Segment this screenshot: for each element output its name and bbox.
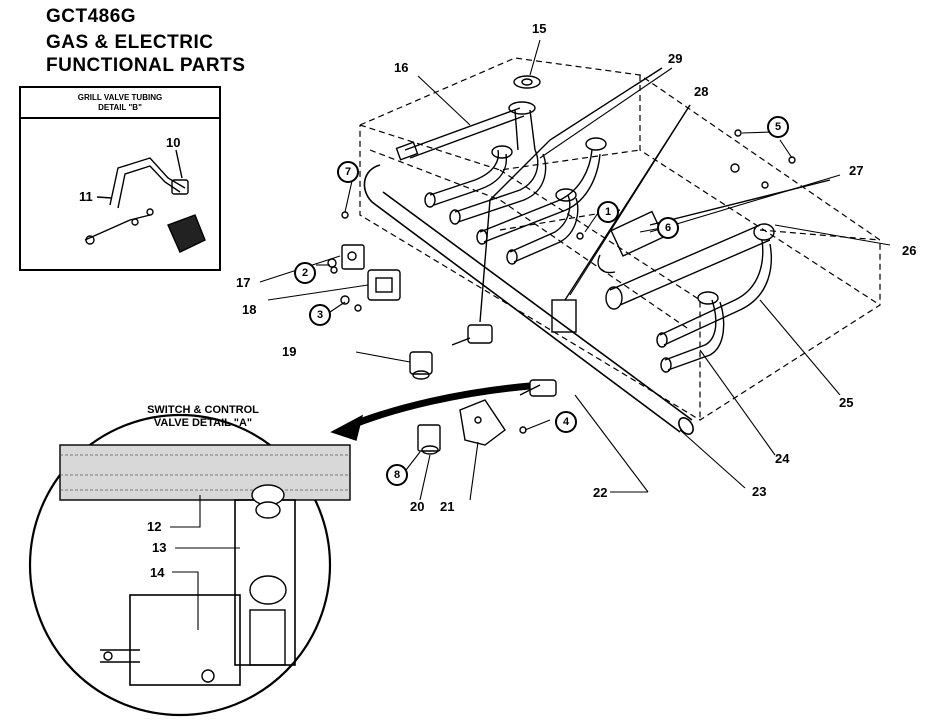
callout-circle-5: 5: [767, 116, 789, 138]
detail-b-inset: GRILL VALVE TUBING DETAIL "B": [19, 86, 221, 271]
screw-1: [576, 232, 584, 240]
part-label-15: 15: [532, 21, 547, 36]
switch-20: [417, 424, 441, 455]
detail-a-switch-14: [100, 594, 241, 686]
screw-5a: [734, 129, 742, 137]
grill-burner-tube-25: [656, 239, 772, 348]
part-label-26: 26: [902, 243, 917, 258]
screw-2a: [327, 258, 337, 268]
part-label-13: 13: [152, 540, 167, 555]
callout-circle-6: 6: [657, 217, 679, 239]
title-line-2: GAS & ELECTRIC: [46, 32, 214, 53]
detail-a-circle: [28, 413, 332, 717]
burner-tube-16: [395, 107, 525, 161]
detail-b-title-line1: GRILL VALVE TUBING: [77, 93, 163, 102]
detail-b-title-line2: DETAIL "B": [98, 103, 142, 112]
title-line-3: FUNCTIONAL PARTS: [46, 55, 246, 76]
detail-a-arrowhead: [330, 414, 364, 441]
burner-tube-lower: [506, 188, 579, 265]
detail-b-header: GRILL VALVE TUBING DETAIL "B": [21, 88, 219, 119]
fitting-center: [451, 324, 493, 346]
callout-circle-4: 4: [555, 411, 577, 433]
control-valve-18: [367, 269, 401, 301]
callout-circle-1: 1: [597, 201, 619, 223]
part-label-24: 24: [775, 451, 790, 466]
part-label-10: 10: [166, 135, 181, 150]
part-label-21: 21: [440, 499, 455, 514]
part-label-17: 17: [236, 275, 251, 290]
screw-5c: [761, 181, 769, 189]
burner-tube-middle: [476, 137, 607, 245]
screw-5b: [788, 156, 796, 164]
detail-a-valve-body: [234, 484, 296, 666]
screw-7: [341, 211, 349, 219]
leader-lines: [259, 39, 891, 501]
burner-tube-left-1: [424, 145, 513, 208]
part-label-28: 28: [694, 84, 709, 99]
callout-circle-8: 8: [386, 464, 408, 486]
detail-a-title: SWITCH & CONTROL VALVE DETAIL "A": [128, 404, 278, 430]
part-label-14: 14: [150, 565, 165, 580]
part-label-23: 23: [752, 484, 767, 499]
valve-19: [409, 351, 433, 380]
screw-3a: [340, 295, 350, 305]
part-label-27: 27: [849, 163, 864, 178]
part-label-20: 20: [410, 499, 425, 514]
detail-b-grill-valve-tubing: [84, 149, 206, 253]
callout-circle-2: 2: [294, 262, 316, 284]
callout-circle-3: 3: [309, 304, 331, 326]
part-label-16: 16: [394, 60, 409, 75]
bracket-21: [459, 399, 506, 446]
detail-a-title-line2: VALVE DETAIL "A": [153, 417, 253, 429]
cooktop-frame-outline: [359, 57, 881, 421]
detail-a-cooktop-surface: [59, 444, 351, 501]
detail-a-leader-lines: [170, 495, 240, 630]
part-label-22: 22: [593, 485, 608, 500]
grill-burner-tube-26: [605, 223, 775, 310]
part-label-11: 11: [79, 189, 93, 204]
tubing-29: [479, 67, 663, 323]
model-number: GCT486G: [46, 6, 137, 27]
part-label-12: 12: [147, 519, 162, 534]
part-label-19: 19: [282, 344, 297, 359]
part-label-29: 29: [668, 51, 683, 66]
gas-manifold-pipe: [363, 164, 694, 435]
washer-5: [730, 163, 740, 173]
screw-2b: [330, 266, 338, 274]
part-label-18: 18: [242, 302, 257, 317]
part-label-25: 25: [839, 395, 854, 410]
screw-3b: [354, 304, 362, 312]
grill-burner-tube-24: [660, 291, 725, 373]
detail-a-arrow: [350, 382, 531, 429]
valve-bracket-17: [341, 244, 365, 270]
detail-a-title-line1: SWITCH & CONTROL: [147, 404, 259, 416]
burner-cap-15: [508, 75, 541, 151]
callout-circle-7: 7: [337, 161, 359, 183]
